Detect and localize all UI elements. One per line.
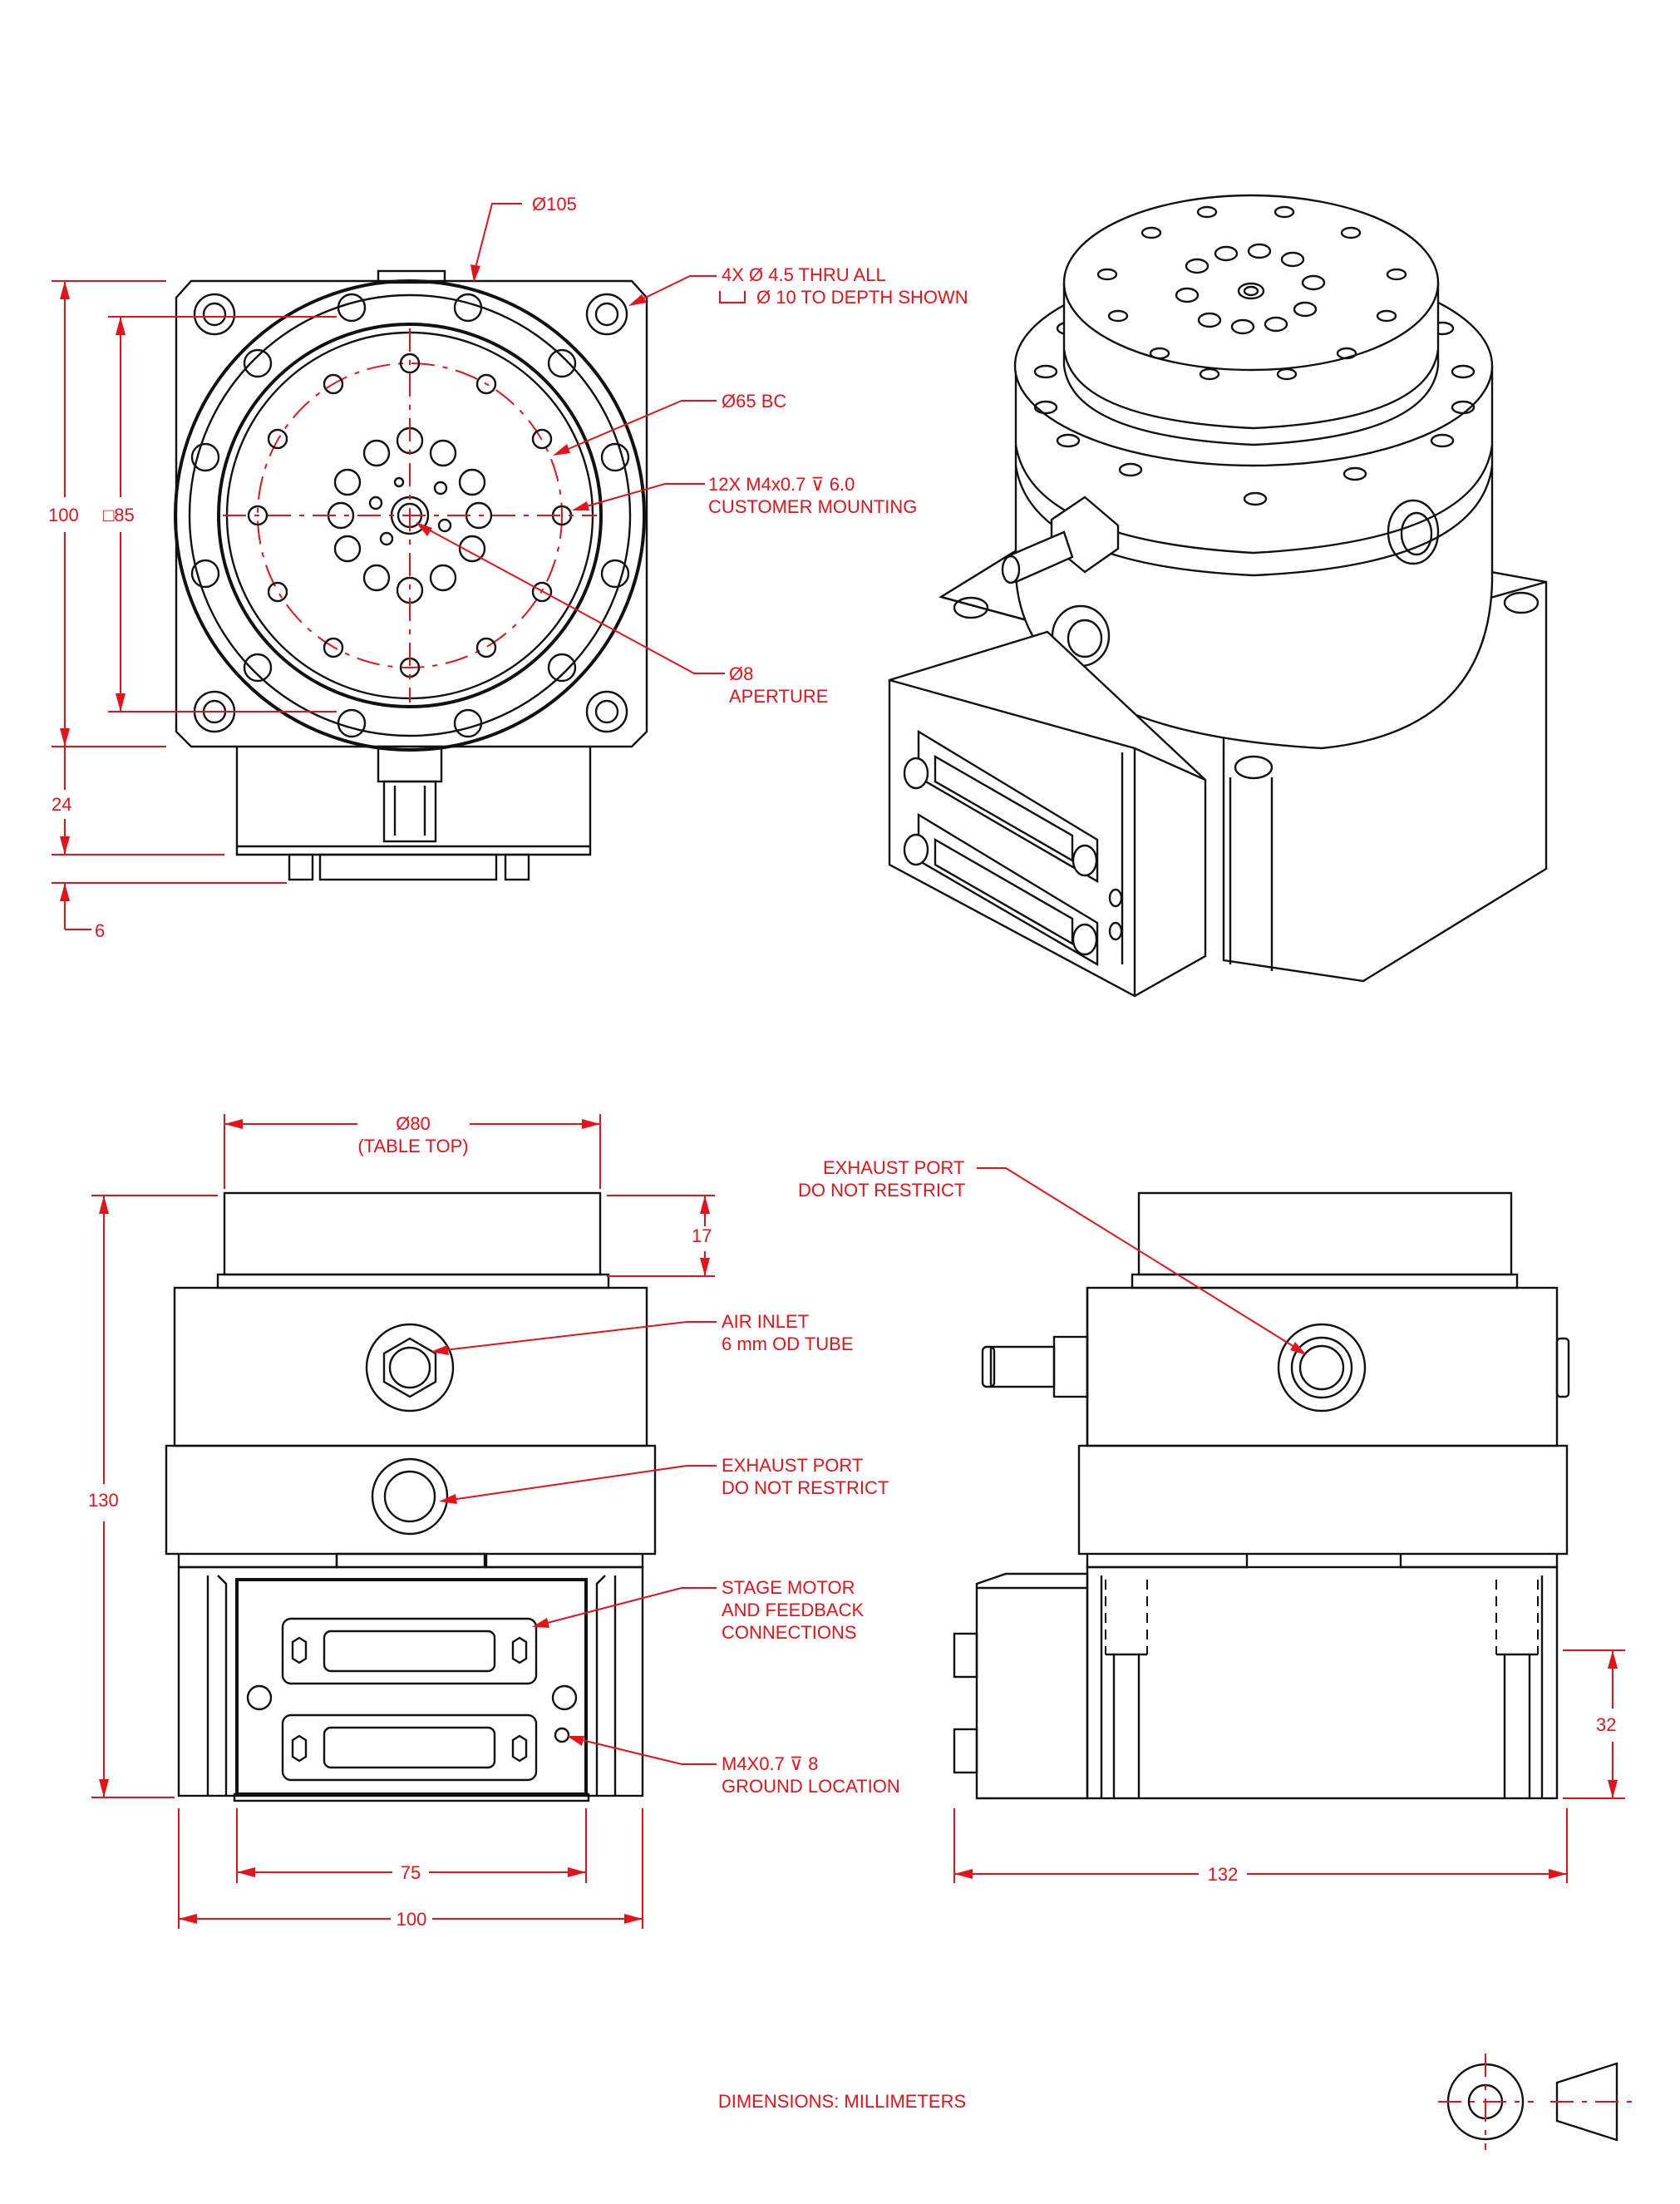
label-motor-2: AND FEEDBACK: [722, 1600, 864, 1620]
mounting-holes: [247, 353, 573, 678]
label-dim-100-front: 100: [397, 1909, 427, 1930]
iso-flange-holes: [1033, 321, 1476, 506]
label-dim-32: 32: [1596, 1714, 1616, 1735]
label-dim-75: 75: [401, 1862, 421, 1883]
label-4x-holes-1: 4X Ø 4.5 THRU ALL: [722, 264, 886, 285]
label-dia-80: Ø80: [396, 1113, 431, 1134]
dimension-labels: Ø105 4X Ø 4.5 THRU ALL Ø 10 TO DEPTH SHO…: [48, 194, 1616, 2112]
iso-dsub-connectors: [903, 729, 1123, 967]
label-dim-130: 130: [88, 1490, 119, 1511]
front-dsub-connectors: [246, 1617, 578, 1782]
label-aperture-dia: Ø8: [729, 663, 753, 684]
label-mount-1: 12X M4x0.7 ⊽ 6.0: [708, 474, 855, 495]
label-dim-24: 24: [52, 794, 71, 815]
label-exhaust-front-1: EXHAUST PORT: [722, 1455, 863, 1476]
label-exhaust-side-2: DO NOT RESTRICT: [798, 1180, 965, 1201]
label-dim-17: 17: [692, 1225, 712, 1246]
isometric-view: [888, 194, 1548, 998]
label-air-inlet-1: AIR INLET: [722, 1311, 809, 1332]
label-dim-6: 6: [95, 920, 105, 941]
iso-air-fitting: [1001, 496, 1120, 584]
label-ground-2: GROUND LOCATION: [722, 1776, 900, 1797]
label-dia-105: Ø105: [532, 194, 577, 214]
label-4x-holes-2: Ø 10 TO DEPTH SHOWN: [756, 287, 968, 308]
front-view: [91, 1114, 717, 1929]
label-exhaust-front-2: DO NOT RESTRICT: [722, 1477, 889, 1498]
label-exhaust-side-1: EXHAUST PORT: [823, 1157, 964, 1178]
top-view: [52, 203, 746, 930]
third-angle-projection-icon: [1438, 2054, 1633, 2150]
label-aperture: APERTURE: [729, 686, 828, 707]
label-ground-1: M4X0.7 ⊽ 8: [722, 1753, 818, 1774]
iso-table-holes: [1096, 205, 1407, 381]
label-motor-3: CONNECTIONS: [722, 1622, 857, 1643]
flange-holes: [190, 293, 630, 738]
label-dim-132: 132: [1208, 1864, 1239, 1885]
label-dim-sq85: □85: [103, 505, 135, 525]
label-air-inlet-2: 6 mm OD TUBE: [722, 1334, 854, 1354]
label-motor-1: STAGE MOTOR: [722, 1577, 855, 1598]
label-mount-2: CUSTOMER MOUNTING: [708, 496, 917, 517]
label-dim-100-top: 100: [48, 505, 79, 525]
label-table-top: (TABLE TOP): [357, 1136, 468, 1156]
label-bc-65: Ø65 BC: [722, 391, 786, 412]
side-view: [953, 1167, 1625, 1883]
label-units: DIMENSIONS: MILLIMETERS: [718, 2091, 966, 2112]
